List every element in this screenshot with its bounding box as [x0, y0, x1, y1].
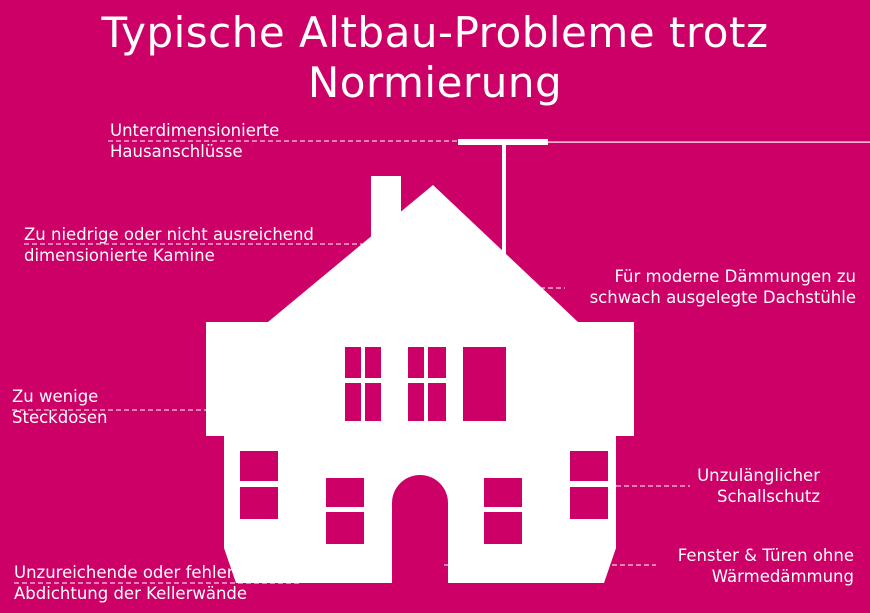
- label-waermedaemmung: Fenster & Türen ohne Wärmedämmung: [678, 545, 854, 587]
- page-title: Typische Altbau-Probleme trotz Normierun…: [0, 8, 870, 108]
- label-steckdosen-line-2: Steckdosen: [12, 408, 108, 427]
- label-hausanschluss-line-2: Hausanschlüsse: [110, 142, 243, 161]
- label-schallschutz-line-1: Unzulänglicher: [697, 466, 820, 485]
- label-kellerwaende-line-1: Unzureichende oder fehlende: [14, 563, 258, 582]
- label-waermedaemmung-line-2: Wärmedämmung: [711, 567, 854, 586]
- label-waermedaemmung-line-1: Fenster & Türen ohne: [677, 546, 854, 565]
- upper-window-right: [463, 347, 506, 421]
- label-schallschutz: Unzulänglicher Schallschutz: [697, 465, 820, 507]
- label-hausanschluss: Unterdimensionierte Hausanschlüsse: [110, 120, 279, 162]
- label-dachstuehle-line-1: Für moderne Dämmungen zu: [614, 267, 856, 286]
- label-kamine: Zu niedrige oder nicht ausreichend dimen…: [24, 224, 314, 266]
- label-kellerwaende-line-2: Abdichtung der Kellerwände: [14, 584, 248, 603]
- title-line-2: Normierung: [307, 58, 563, 107]
- label-schallschutz-line-2: Schallschutz: [717, 487, 820, 506]
- label-hausanschluss-line-1: Unterdimensionierte: [110, 121, 280, 140]
- lower-window-left: [326, 478, 364, 544]
- upper-window-left: [345, 347, 381, 421]
- front-door: [392, 475, 448, 583]
- antenna-connector-line: [548, 141, 870, 143]
- upper-window-middle: [408, 347, 446, 421]
- label-kamine-line-2: dimensionierte Kamine: [24, 246, 215, 265]
- label-dachstuehle: Für moderne Dämmungen zu schwach ausgele…: [590, 266, 856, 308]
- label-steckdosen-line-1: Zu wenige: [12, 387, 99, 406]
- label-dachstuehle-line-2: schwach ausgelegte Dachstühle: [589, 288, 856, 307]
- antenna-mast: [502, 139, 506, 269]
- title-line-1: Typische Altbau-Probleme trotz: [101, 8, 769, 57]
- lower-window-far-left: [240, 451, 278, 519]
- lower-window-far-right: [570, 451, 608, 519]
- lower-window-right: [484, 478, 522, 544]
- label-kellerwaende: Unzureichende oder fehlende Abdichtung d…: [14, 562, 258, 604]
- label-kamine-line-1: Zu niedrige oder nicht ausreichend: [24, 225, 314, 244]
- roof: [268, 185, 578, 322]
- label-steckdosen: Zu wenige Steckdosen: [12, 386, 108, 428]
